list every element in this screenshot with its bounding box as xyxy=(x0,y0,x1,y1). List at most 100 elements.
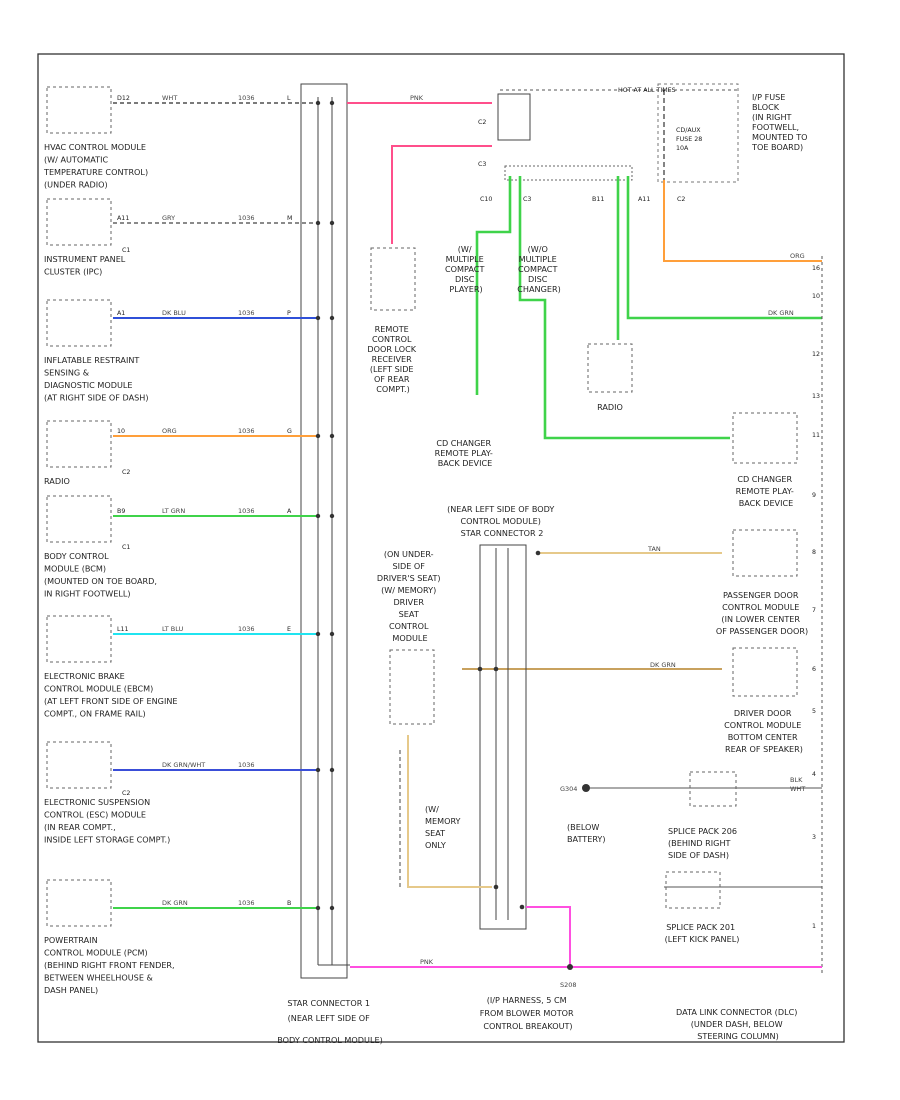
star-junction-b-0 xyxy=(329,100,335,106)
left-wire-color-5: LT BLU xyxy=(162,625,184,633)
dlc-pin-8: 6 xyxy=(812,666,816,673)
pnk-wire-remote xyxy=(391,145,492,244)
dlc-pin-6: 8 xyxy=(812,549,816,556)
dlc-pin-10: 4 xyxy=(812,771,816,778)
c2-label: C2 xyxy=(478,119,486,126)
left-wire-pin-4: B9 xyxy=(117,508,125,515)
cd-remote-label: CD CHANGER REMOTE PLAY- BACK DEVICE xyxy=(435,438,496,468)
star-junction-b-2 xyxy=(329,315,335,321)
star-junction-6 xyxy=(315,767,321,773)
pnk-label-top: PNK xyxy=(410,94,424,102)
star-junction-7 xyxy=(315,905,321,911)
splice-s208-dot xyxy=(567,964,573,970)
hot-label: HOT AT ALL TIMES xyxy=(618,87,676,94)
left-wire-star-pin-7: B xyxy=(287,900,291,907)
dlc-pin-11: 3 xyxy=(812,834,816,841)
cd-changer-right-label: CD CHANGER REMOTE PLAY- BACK DEVICE xyxy=(736,474,797,508)
dlc-pin-9: 5 xyxy=(812,708,816,715)
org-wire-dlc xyxy=(663,180,822,262)
passenger-door-box xyxy=(732,529,798,577)
left-wire-circuit-5: 1036 xyxy=(238,625,255,633)
pnk-wire-bottom xyxy=(526,906,571,967)
star-junction-1 xyxy=(315,220,321,226)
left-wire-star-pin-2: P xyxy=(287,310,291,317)
dlc-pin-1: 10 xyxy=(812,293,820,300)
star-junction-5 xyxy=(315,631,321,637)
dlc-pin-3: 13 xyxy=(812,393,820,400)
left-wire-star-pin-3: G xyxy=(287,428,292,435)
ground-desc: (BELOW BATTERY) xyxy=(567,822,606,844)
module-connector-6: C2 xyxy=(122,790,130,797)
module-connector-1: C1 xyxy=(122,247,130,254)
ground-symbol xyxy=(582,784,590,792)
cd-changer-2-label: (W/O MULTIPLE COMPACT DISC CHANGER) xyxy=(517,244,561,294)
module-box-7 xyxy=(46,879,112,927)
top-pin-labels: C10 C3 B11 A11 C2 xyxy=(480,196,685,203)
splice-206-box xyxy=(689,771,737,807)
left-wire-star-pin-5: E xyxy=(287,626,291,633)
c3-label: C3 xyxy=(478,161,486,168)
star-connector-1-label: STAR CONNECTOR 1 (NEAR LEFT SIDE OF BODY… xyxy=(277,998,382,1045)
module-connector-3: C2 xyxy=(122,469,130,476)
org-label-right: ORG xyxy=(790,252,805,260)
module-box-0 xyxy=(46,86,112,134)
memory-label: (W/ MEMORY SEAT ONLY xyxy=(425,804,463,850)
radio-box xyxy=(587,343,633,393)
dlc-pin-4: 11 xyxy=(812,432,820,439)
module-connector-4: C1 xyxy=(122,544,130,551)
driver-seat-box xyxy=(389,649,435,725)
star-junction-b-4 xyxy=(329,513,335,519)
star-connector-2 xyxy=(477,544,541,930)
left-wire-pin-1: A11 xyxy=(117,215,129,222)
grn-wire-dlc xyxy=(626,176,822,320)
star-junction-2 xyxy=(315,315,321,321)
passenger-door-label: PASSENGER DOOR CONTROL MODULE (IN LOWER … xyxy=(716,590,808,636)
left-wire-star-pin-4: A xyxy=(287,508,292,515)
left-wire-circuit-3: 1036 xyxy=(238,427,255,435)
ground-label: G304 xyxy=(560,785,577,793)
fuse-block-outline xyxy=(657,83,739,183)
left-wire-circuit-7: 1036 xyxy=(238,899,255,907)
left-wire-pin-2: A1 xyxy=(117,310,125,317)
left-wire-color-3: ORG xyxy=(162,427,177,435)
grn-wire-cd1 xyxy=(475,176,512,395)
left-wire-star-pin-0: L xyxy=(287,95,291,102)
left-wire-circuit-0: 1036 xyxy=(238,94,255,102)
cd-changer-1-label: (W/ MULTIPLE COMPACT DISC PLAYER) xyxy=(445,244,487,294)
left-wire-pin-5: L11 xyxy=(117,626,129,633)
splice-206-label: SPLICE PACK 206 (BEHIND RIGHT SIDE OF DA… xyxy=(668,826,740,860)
radio-label: RADIO xyxy=(597,402,623,412)
remote-receiver-box xyxy=(370,247,416,311)
dlc-pin-12: 1 xyxy=(812,923,816,930)
module-box-1 xyxy=(46,198,112,246)
left-wire-color-2: DK BLU xyxy=(162,309,186,317)
fuse-block-label: I/P FUSE BLOCK (IN RIGHT FOOTWELL, MOUNT… xyxy=(751,92,810,152)
star-junction-3 xyxy=(315,433,321,439)
dlc-pin-2: 12 xyxy=(812,351,820,358)
star-junction-b-6 xyxy=(329,767,335,773)
tan-label: TAN xyxy=(647,545,661,553)
star-junction-0 xyxy=(315,100,321,106)
module-box-2 xyxy=(46,299,112,347)
driver-seat-label: (ON UNDER- SIDE OF DRIVER'S SEAT) (W/ ME… xyxy=(377,549,443,643)
left-wire-star-pin-1: M xyxy=(287,215,292,222)
left-wire-color-7: DK GRN xyxy=(162,899,188,907)
splice-bottom-desc: (I/P HARNESS, 5 CM FROM BLOWER MOTOR CON… xyxy=(480,995,577,1031)
left-wire-color-1: GRY xyxy=(162,214,175,222)
star-junction-b-7 xyxy=(329,905,335,911)
star-junction-b-5 xyxy=(329,631,335,637)
grn-wire-cd2 xyxy=(518,176,730,440)
module-box-6 xyxy=(46,741,112,789)
splice-201-box xyxy=(665,871,721,909)
blk-wht-label: BLK WHT xyxy=(790,776,805,793)
diagram-border xyxy=(37,53,845,1043)
